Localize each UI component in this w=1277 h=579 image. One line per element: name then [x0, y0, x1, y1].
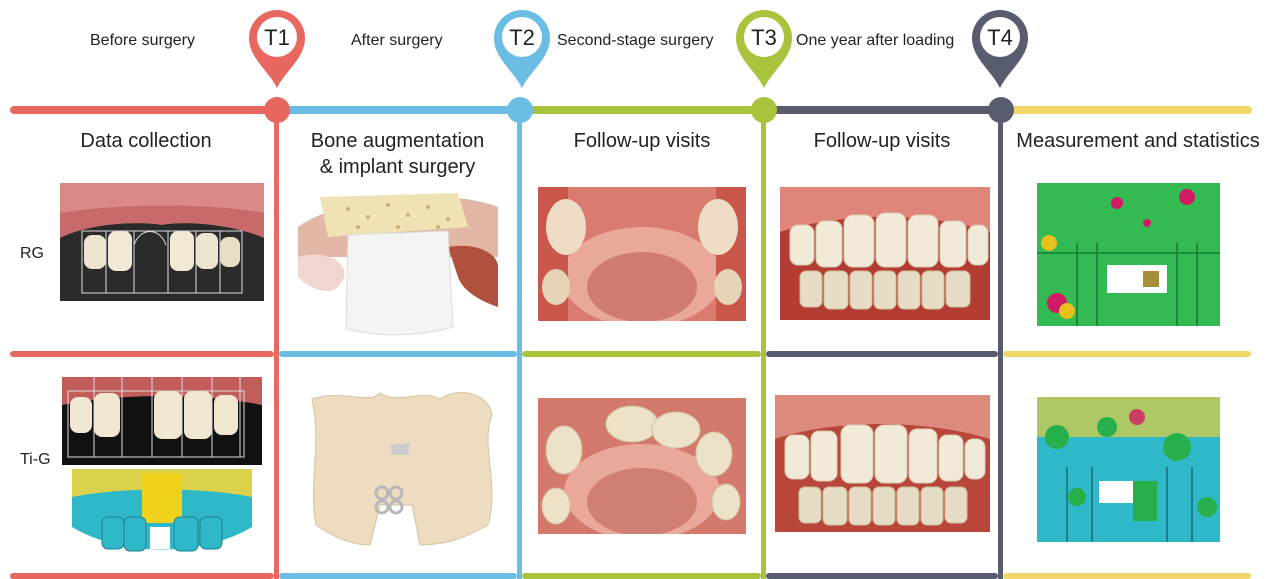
row-separator-4: [766, 351, 998, 357]
timeline-segment-4: [764, 106, 1004, 114]
bottom-line-1: [10, 573, 274, 579]
column-title-line-2: & implant surgery: [285, 154, 510, 180]
bottom-line-4: [766, 573, 998, 579]
tig-bone-augmentation-model: [300, 385, 500, 550]
rg-data-collection-photo: [60, 183, 264, 301]
stage-label-after-surgery: After surgery: [351, 32, 443, 50]
row-separator-5: [1003, 351, 1251, 357]
tig-one-year-photo: [775, 395, 990, 532]
row-label-ti-g: Ti-G: [20, 451, 51, 469]
timeline-segment-2: [274, 106, 524, 114]
timeline-segment-3: [520, 106, 768, 114]
rg-bone-augmentation-illustration: [298, 187, 498, 339]
column-divider-1: [274, 120, 279, 579]
stage-label-second-stage: Second-stage surgery: [557, 32, 714, 50]
marker-t1-label: T1: [264, 25, 290, 50]
stage-label-before-surgery: Before surgery: [90, 32, 195, 50]
column-divider-3: [761, 120, 766, 579]
column-divider-4: [998, 120, 1003, 579]
rg-measurement-scan: [1037, 183, 1220, 326]
tig-data-collection-photo-scan: [62, 377, 262, 562]
marker-t3-pin-icon: T3: [733, 8, 795, 90]
marker-t2-label: T2: [509, 25, 535, 50]
row-separator-3: [522, 351, 761, 357]
marker-t3-label: T3: [751, 25, 777, 50]
column-title-measurement: Measurement and statistics: [1003, 128, 1273, 154]
row-separator-1: [10, 351, 274, 357]
column-title-data-collection: Data collection: [40, 128, 252, 154]
row-separator-2: [279, 351, 517, 357]
marker-t4-label: T4: [987, 25, 1013, 50]
timeline-segment-1: [10, 106, 278, 114]
row-label-rg: RG: [20, 245, 44, 263]
rg-second-stage-photo: [538, 187, 746, 321]
bottom-line-3: [522, 573, 761, 579]
bottom-line-2: [279, 573, 517, 579]
tig-measurement-scan: [1037, 397, 1220, 542]
marker-t4-pin-icon: T4: [969, 8, 1031, 90]
rg-one-year-photo: [780, 187, 990, 320]
column-title-bone-augmentation: Bone augmentation & implant surgery: [285, 128, 510, 180]
stage-label-one-year: One year after loading: [796, 32, 954, 50]
tig-second-stage-photo: [538, 398, 746, 534]
marker-t1-pin-icon: T1: [246, 8, 308, 90]
column-divider-2: [517, 120, 522, 579]
column-title-follow-up-1: Follow-up visits: [528, 128, 756, 154]
bottom-line-5: [1003, 573, 1251, 579]
timeline-segment-5: [1000, 106, 1252, 114]
column-title-follow-up-2: Follow-up visits: [768, 128, 996, 154]
column-title-line-1: Bone augmentation: [285, 128, 510, 154]
marker-t2-pin-icon: T2: [491, 8, 553, 90]
